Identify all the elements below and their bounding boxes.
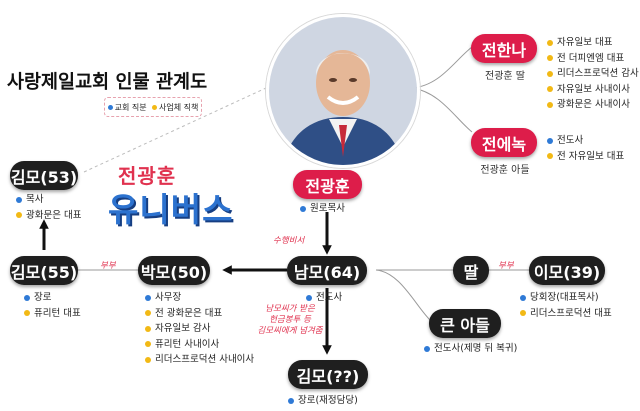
- list-item: 리더스프로덕션 사내이사: [145, 352, 254, 368]
- blue-dot-icon: [520, 294, 526, 301]
- node-nam64: 남모(64): [287, 256, 367, 285]
- list-jeon: 원로목사: [300, 201, 345, 217]
- list-nam64: 전도사: [306, 290, 342, 306]
- list-item: 리더스프로덕션 감사: [547, 66, 639, 82]
- node-daughter: 딸: [453, 256, 489, 285]
- node-enok: 전에녹: [471, 128, 537, 157]
- yellow-dot-icon: [547, 39, 553, 46]
- brand-name: 전광훈: [118, 164, 177, 188]
- list-item: 원로목사: [300, 201, 345, 217]
- yellow-dot-icon: [547, 101, 553, 108]
- yellow-dot-icon: [547, 86, 553, 93]
- note-couple-left: 부부: [100, 261, 116, 271]
- list-item: 전 더피엔엠 대표: [547, 51, 639, 67]
- yellow-dot-icon: [547, 153, 553, 160]
- yellow-dot-icon: [145, 325, 151, 332]
- link-nam-son: [375, 269, 431, 321]
- list-item: 광화문은 사내이사: [547, 97, 639, 113]
- legend-business: 사업체 직책: [151, 102, 198, 113]
- note-couple-right: 부부: [498, 261, 514, 271]
- list-item: 사무장: [145, 290, 254, 306]
- blue-dot-icon: [306, 294, 312, 301]
- list-item: 장로: [24, 290, 81, 306]
- node-son: 큰 아들: [429, 309, 501, 338]
- list-item: 자유일보 감사: [145, 321, 254, 337]
- yellow-dot-icon: [145, 341, 151, 348]
- list-item: 퓨리턴 사내이사: [145, 337, 254, 353]
- list-hanna: 자유일보 대표 전 더피엔엠 대표 리더스프로덕션 감사 자유일보 사내이사 광…: [547, 35, 639, 113]
- yellow-dot-icon: [547, 55, 553, 62]
- blue-dot-icon: [16, 196, 22, 203]
- link-jeon-enok: [411, 87, 473, 133]
- caption-enok: 전광훈 아들: [480, 165, 530, 176]
- list-item: 당회장(대표목사): [520, 290, 612, 306]
- diagram-title: 사랑제일교회 인물 관계도: [7, 72, 208, 93]
- blue-dot-icon: [547, 137, 553, 144]
- yellow-dot-icon: [145, 356, 151, 363]
- node-hanna: 전한나: [471, 34, 537, 63]
- list-item: 전 광화문은 대표: [145, 306, 254, 322]
- node-lee39: 이모(39): [529, 256, 605, 285]
- legend: 교회 직분 사업체 직책: [104, 97, 202, 117]
- blue-dot-icon: [107, 104, 113, 110]
- list-item: 전도사: [306, 290, 342, 306]
- node-park50: 박모(50): [138, 256, 210, 285]
- list-son: 전도사(제명 뒤 복귀): [424, 341, 517, 357]
- list-item: 광화문은 대표: [16, 208, 81, 224]
- node-kim53: 김모(53): [10, 161, 78, 190]
- blue-dot-icon: [145, 294, 151, 301]
- list-lee39: 당회장(대표목사) 리더스프로덕션 대표: [520, 290, 612, 321]
- yellow-dot-icon: [547, 70, 553, 77]
- list-item: 전도사: [547, 133, 624, 149]
- list-item: 전 자유일보 대표: [547, 149, 624, 165]
- note-money: 남모씨가 받은 헌금봉투 등 김모씨에게 넘겨줌: [257, 304, 323, 336]
- yellow-dot-icon: [151, 104, 157, 110]
- portrait-photo-icon: [266, 14, 420, 168]
- list-kimq: 장로(재정담당): [288, 393, 358, 409]
- brand-universe: 유니버스: [108, 190, 234, 229]
- list-item: 장로(재정담당): [288, 393, 358, 409]
- legend-church: 교회 직분: [107, 102, 147, 113]
- link-jeon-hanna: [411, 46, 473, 89]
- list-item: 자유일보 사내이사: [547, 82, 639, 98]
- caption-hanna: 전광훈 딸: [485, 71, 525, 82]
- yellow-dot-icon: [145, 310, 151, 317]
- note-secretary: 수행비서: [273, 236, 305, 246]
- list-kim55: 장로 퓨리턴 대표: [24, 290, 81, 321]
- node-kim55: 김모(55): [10, 256, 78, 285]
- blue-dot-icon: [424, 345, 430, 352]
- list-kim53: 목사 광화문은 대표: [16, 192, 81, 223]
- list-item: 목사: [16, 192, 81, 208]
- list-item: 퓨리턴 대표: [24, 306, 81, 322]
- yellow-dot-icon: [16, 212, 22, 219]
- list-enok: 전도사 전 자유일보 대표: [547, 133, 624, 164]
- list-item: 전도사(제명 뒤 복귀): [424, 341, 517, 357]
- node-kimq: 김모(??): [288, 360, 368, 389]
- list-item: 리더스프로덕션 대표: [520, 306, 612, 322]
- list-item: 자유일보 대표: [547, 35, 639, 51]
- yellow-dot-icon: [520, 310, 526, 317]
- node-jeon: 전광훈: [293, 170, 362, 199]
- blue-dot-icon: [24, 294, 30, 301]
- blue-dot-icon: [288, 397, 294, 404]
- yellow-dot-icon: [24, 310, 30, 317]
- blue-dot-icon: [300, 205, 306, 212]
- list-park50: 사무장 전 광화문은 대표 자유일보 감사 퓨리턴 사내이사 리더스프로덕션 사…: [145, 290, 254, 368]
